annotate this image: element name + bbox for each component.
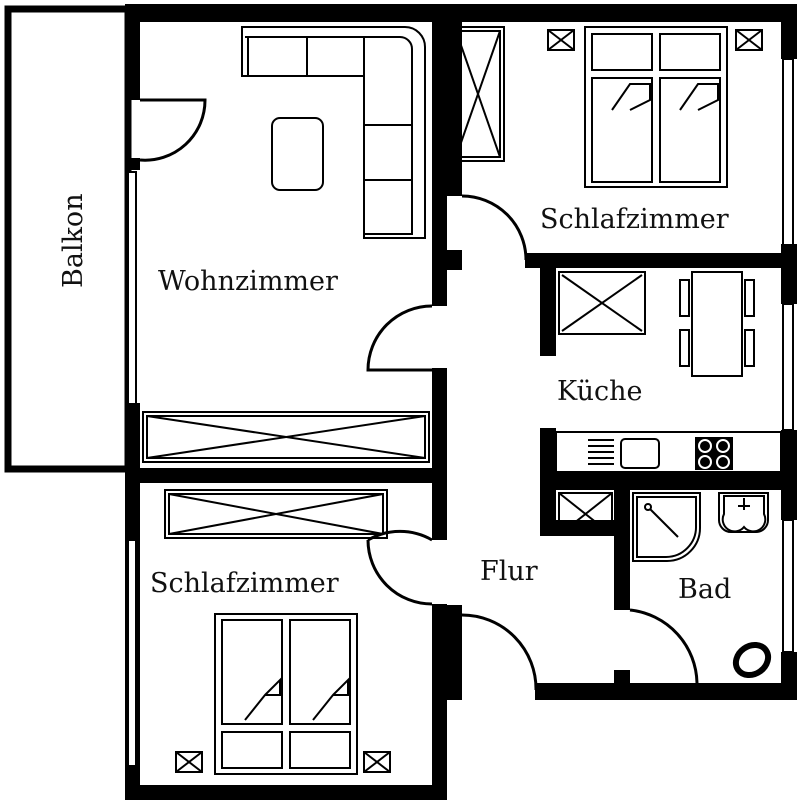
- nightstand: [175, 751, 391, 773]
- coffee-table: [271, 117, 324, 191]
- walls: [125, 4, 797, 800]
- wardrobe-living: [142, 411, 430, 463]
- kitchen-cabinet: [558, 271, 646, 335]
- washbasin: [718, 492, 769, 533]
- kitchen-counter: [555, 431, 782, 473]
- windows: [127, 58, 794, 767]
- shower: [632, 492, 701, 562]
- label-bedroom-top: Schlafzimmer: [540, 204, 729, 235]
- sofa: [241, 26, 426, 239]
- label-bedroom-bottom: Schlafzimmer: [150, 568, 339, 599]
- door-balcony: [139, 98, 207, 162]
- toilet: [732, 641, 772, 679]
- drainboard-icon: [588, 439, 614, 465]
- label-balcony: Balkon: [58, 193, 89, 288]
- doors: [139, 98, 699, 691]
- double-bed-bottom: [214, 613, 358, 775]
- sink-icon: [620, 438, 660, 469]
- label-living-room: Wohnzimmer: [158, 266, 338, 297]
- door-bedroom-top: [461, 194, 528, 261]
- dining-table: [679, 271, 755, 377]
- wardrobe-bedroom-top: [451, 26, 505, 162]
- label-kitchen: Küche: [557, 376, 642, 407]
- stove-icon: [695, 437, 733, 470]
- door-entrance: [461, 613, 538, 691]
- double-bed-top: [584, 26, 728, 188]
- door-living: [366, 304, 433, 372]
- door-bathroom: [629, 608, 699, 684]
- nightstand: [547, 29, 763, 51]
- label-hallway: Flur: [480, 556, 538, 587]
- closet: [558, 492, 613, 536]
- door-bedroom-bottom: [366, 529, 433, 606]
- label-bathroom: Bad: [678, 574, 731, 605]
- wardrobe-bedroom-bottom: [164, 489, 388, 539]
